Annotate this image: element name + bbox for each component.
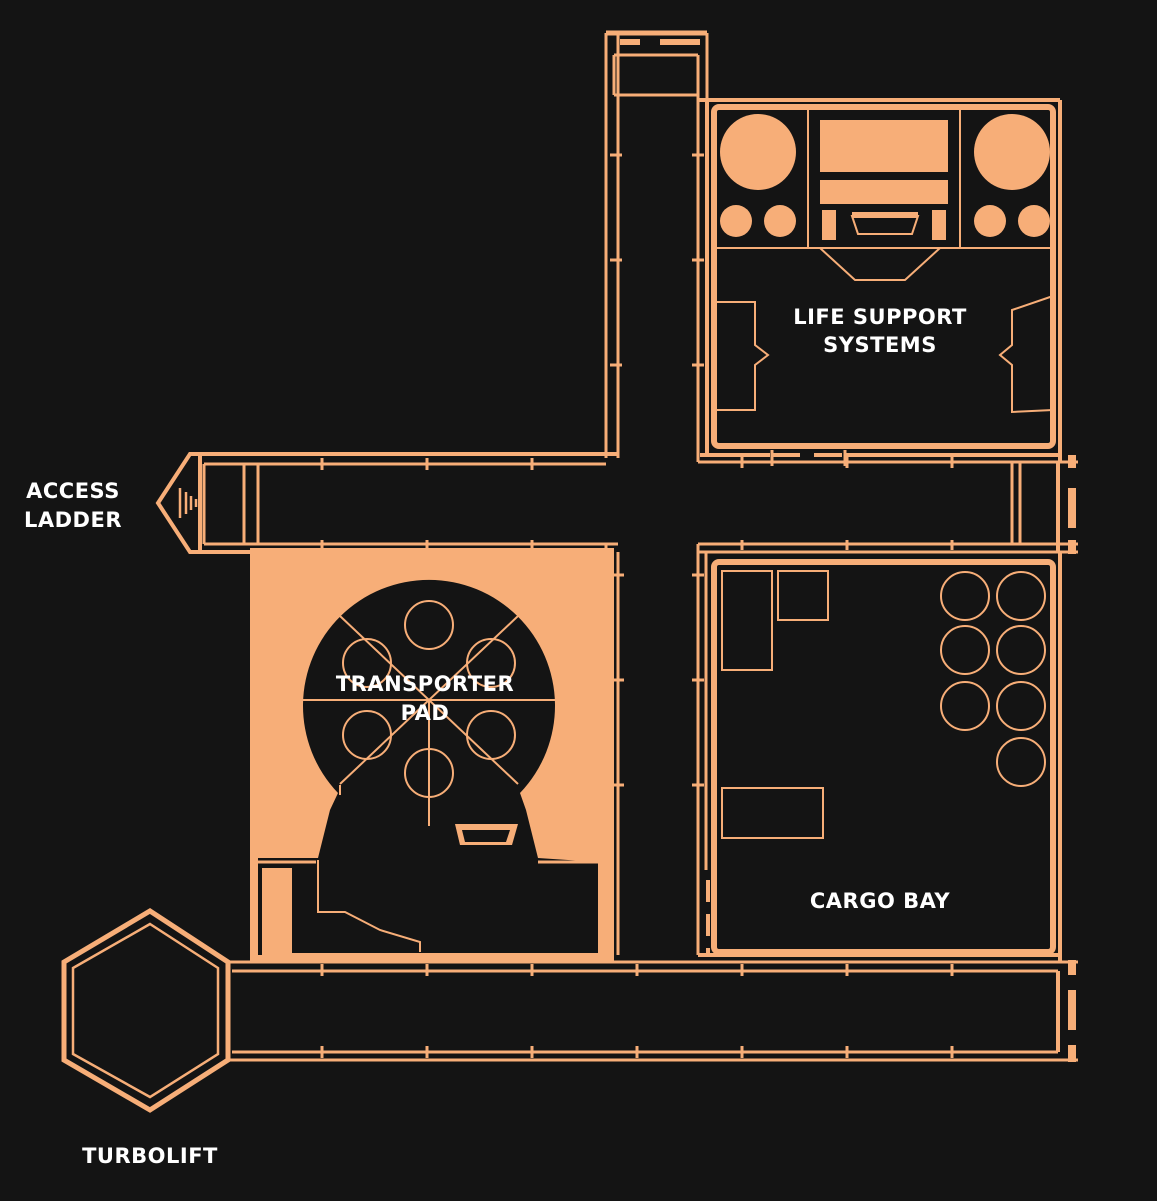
- access-ladder-label-line2: LADDER: [24, 508, 122, 532]
- transporter-console-arc: [317, 860, 421, 952]
- north-corridor: [604, 30, 709, 462]
- life-support-label-line1: LIFE SUPPORT: [793, 305, 967, 329]
- turbolift[interactable]: [61, 908, 231, 1113]
- turbolift-label: TURBOLIFT: [82, 1144, 218, 1168]
- cargo-bay-room: [696, 544, 1062, 962]
- middle-corridor: [200, 452, 1078, 554]
- life-support-room: [698, 98, 1062, 466]
- life-support-equipment: [720, 114, 1050, 240]
- transporter-room: [250, 548, 614, 962]
- life-support-label-line2: SYSTEMS: [823, 333, 937, 357]
- transporter-pad[interactable]: [302, 600, 556, 826]
- cargo-bay-label: CARGO BAY: [810, 889, 950, 913]
- bottom-corridor: [226, 960, 1078, 1062]
- transporter-console[interactable]: [455, 824, 518, 845]
- access-ladder-hatch[interactable]: [155, 452, 206, 554]
- ladder-rungs-icon: [178, 488, 198, 518]
- transporter-label-line1: TRANSPORTER: [336, 672, 514, 696]
- transporter-label-line2: PAD: [401, 701, 450, 725]
- access-ladder-label-line1: ACCESS: [26, 479, 120, 503]
- cargo-crates: [721, 570, 829, 839]
- cargo-barrels: [940, 571, 1046, 787]
